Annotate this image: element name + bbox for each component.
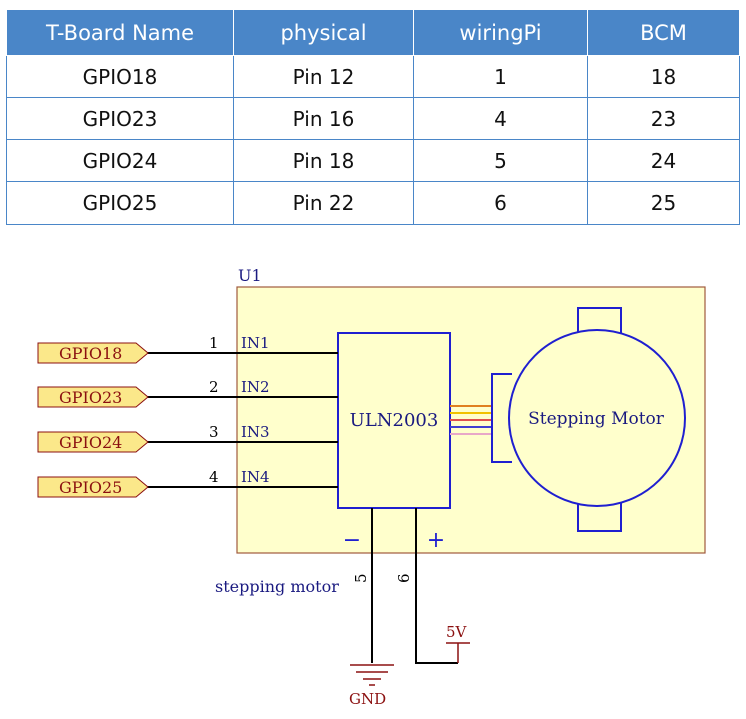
gpio23-net-label xyxy=(37,386,149,408)
pin5-number: 5 xyxy=(352,573,370,583)
motor-connector xyxy=(491,373,512,463)
cell-wiringpi: 4 xyxy=(413,97,588,140)
pin-number-3: 3 xyxy=(209,423,219,441)
cell-bcm: 24 xyxy=(587,139,740,182)
in3-label: IN3 xyxy=(241,423,270,441)
in2-label: IN2 xyxy=(241,378,270,396)
cell-bcm: 25 xyxy=(587,181,740,225)
in4-label: IN4 xyxy=(241,468,270,486)
gpio23-net-text: GPIO23 xyxy=(59,388,122,407)
table-header-row: T-Board Name physical wiringPi BCM xyxy=(6,9,740,56)
cell-wiringpi: 5 xyxy=(413,139,588,182)
gpio18-net-label xyxy=(37,342,149,364)
cell-tboard-name: GPIO18 xyxy=(6,55,234,98)
cell-bcm: 23 xyxy=(587,97,740,140)
ground-label: GND xyxy=(349,690,386,708)
wire-pin6 xyxy=(415,508,458,664)
cell-physical: Pin 18 xyxy=(233,139,414,182)
u1-label: U1 xyxy=(238,266,262,285)
cell-tboard-name: GPIO25 xyxy=(6,181,234,225)
cell-wiringpi: 6 xyxy=(413,181,588,225)
minus-sign: − xyxy=(343,528,361,553)
motor-top-tab xyxy=(577,307,622,335)
plus-sign: + xyxy=(427,528,445,553)
caption-stepping-motor: stepping motor xyxy=(215,577,339,596)
table-row: GPIO18 Pin 12 1 18 xyxy=(6,55,740,98)
header-tboard-name: T-Board Name xyxy=(6,9,234,56)
pin-mapping-table: T-Board Name physical wiringPi BCM GPIO1… xyxy=(6,9,740,225)
cell-physical: Pin 22 xyxy=(233,181,414,225)
gpio24-net-text: GPIO24 xyxy=(59,433,122,452)
table-row: GPIO24 Pin 18 5 24 xyxy=(6,139,740,182)
gpio25-net-text: GPIO25 xyxy=(59,478,122,497)
gpio18-net-text: GPIO18 xyxy=(59,344,122,363)
table-row: GPIO25 Pin 22 6 25 xyxy=(6,181,740,225)
cell-bcm: 18 xyxy=(587,55,740,98)
power-5v-label: 5V xyxy=(446,623,468,641)
stepping-motor-body xyxy=(508,329,686,507)
uln2003-label: ULN2003 xyxy=(350,410,439,431)
cell-physical: Pin 16 xyxy=(233,97,414,140)
uln2003-box xyxy=(337,332,451,509)
stepping-motor-label: Stepping Motor xyxy=(528,409,665,429)
pin6-number: 6 xyxy=(395,573,413,583)
motor-bottom-tab xyxy=(577,500,622,532)
cell-wiringpi: 1 xyxy=(413,55,588,98)
in1-label: IN1 xyxy=(241,334,270,352)
pin-number-4: 4 xyxy=(209,468,219,486)
pin-number-2: 2 xyxy=(209,378,219,396)
pin-number-1: 1 xyxy=(209,334,219,352)
gpio24-net-label xyxy=(37,431,149,453)
header-bcm: BCM xyxy=(587,9,740,56)
gpio25-net-label xyxy=(37,476,149,498)
